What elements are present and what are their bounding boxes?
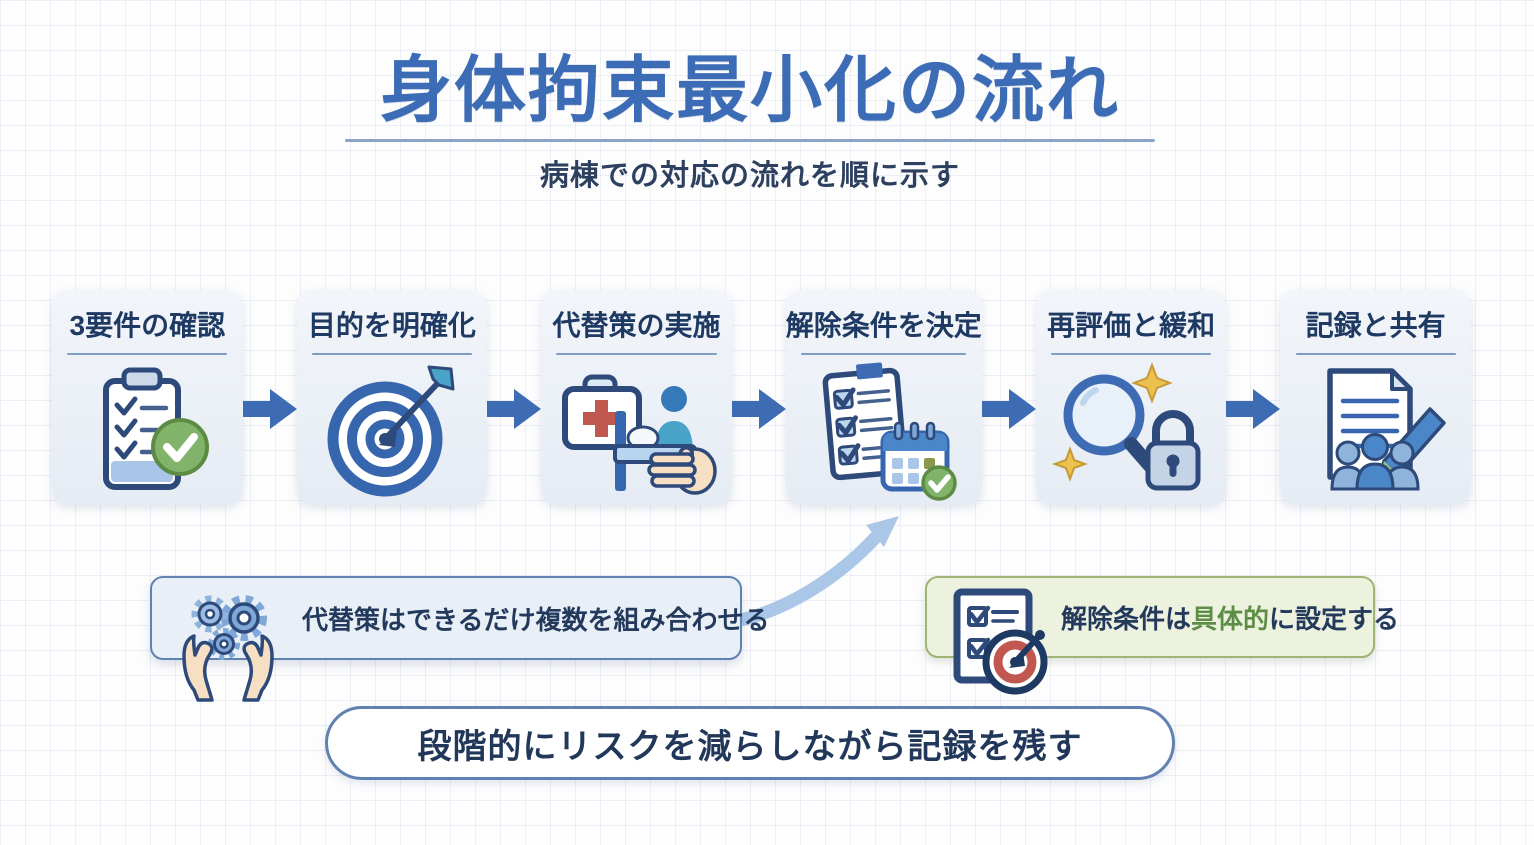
flow-arrow-icon: [242, 290, 297, 505]
step-label: 目的を明確化: [307, 310, 476, 341]
label-underline: [1051, 353, 1212, 355]
flow-arrow-icon: [731, 290, 786, 505]
step-flow: 3要件の確認: [52, 290, 1471, 505]
footer-banner: 段階的にリスクを減らしながら記録を残す: [325, 706, 1175, 780]
release-highlight: 具体的: [1191, 603, 1270, 634]
step-card-5: 再評価と緩和: [1035, 290, 1227, 505]
document-pen-people-icon: [1298, 355, 1454, 505]
header: 身体拘束最小化の流れ 病棟での対応の流れを順に示す: [0, 51, 1500, 194]
target-dart-icon: [317, 355, 467, 505]
label-underline: [556, 353, 717, 355]
note-alternatives: 代替策はできるだけ複数を組み合わせる: [150, 576, 769, 702]
step-label: 代替策の実施: [552, 310, 721, 341]
step-card-2: 目的を明確化: [296, 290, 488, 505]
step-label: 再評価と緩和: [1047, 310, 1216, 341]
step-label: 3要件の確認: [69, 310, 226, 341]
step-card-4: 解除条件を決定: [785, 290, 982, 505]
hands-gears-icon: [182, 595, 274, 702]
label-underline: [1295, 353, 1456, 355]
page-subtitle: 病棟での対応の流れを順に示す: [539, 160, 960, 193]
label-underline: [311, 353, 472, 355]
label-underline: [801, 353, 967, 355]
note-release-text: 解除条件は具体的に設定する: [927, 599, 1399, 636]
step-card-3: 代替策の実施: [541, 290, 732, 505]
note-release-condition: 解除条件は具体的に設定する: [925, 576, 1399, 695]
label-underline: [67, 353, 228, 355]
release-prefix: 解除条件は: [1061, 603, 1192, 634]
note-alternatives-text: 代替策はできるだけ複数を組み合わせる: [302, 604, 770, 635]
flow-arrow-icon: [981, 290, 1036, 505]
step-label: 記録と共有: [1305, 310, 1446, 341]
bed-care-icon: [555, 355, 718, 505]
magnifier-lock-icon: [1050, 355, 1212, 505]
checklist-target-icon: [953, 588, 1048, 695]
checklist-calendar-icon: [803, 355, 965, 505]
step-card-6: 記録と共有: [1280, 290, 1471, 505]
step-card-1: 3要件の確認: [52, 290, 243, 505]
footer-text: 段階的にリスクを減らしながら記録を残す: [417, 727, 1083, 766]
page-title: 身体拘束最小化の流れ: [379, 51, 1120, 131]
flow-arrow-icon: [1226, 290, 1281, 505]
step-label: 解除条件を決定: [785, 310, 982, 341]
clipboard-checklist-icon: [72, 355, 222, 505]
flow-arrow-icon: [487, 290, 542, 505]
title-underline: [345, 139, 1155, 143]
release-suffix: に設定する: [1269, 603, 1400, 634]
